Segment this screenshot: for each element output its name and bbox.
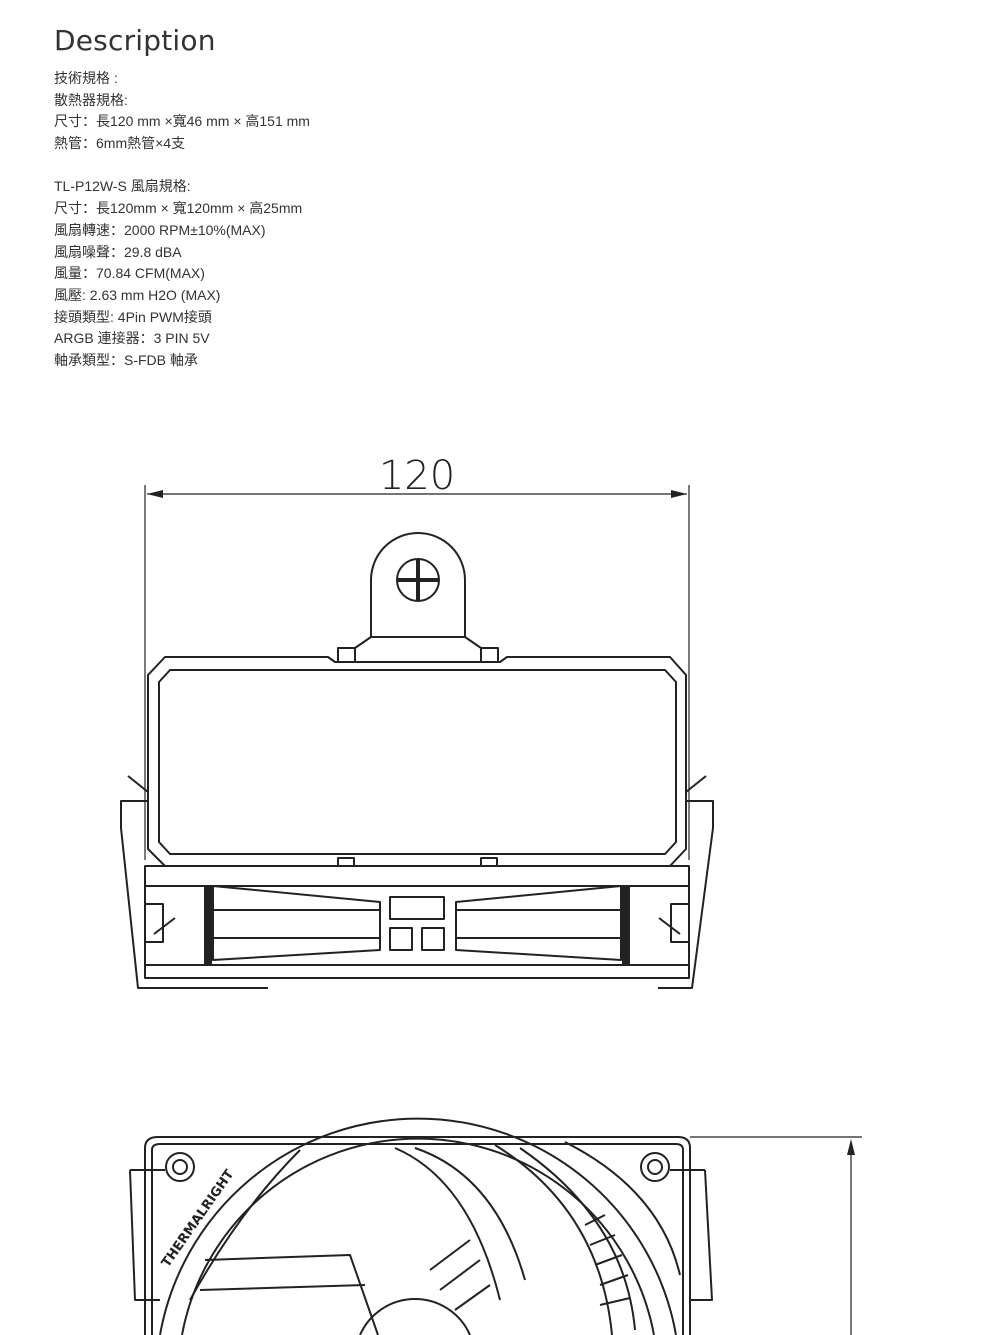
spec-line: 風扇噪聲：29.8 dBA [54, 243, 182, 260]
spec-line: 尺寸：長120mm × 寬120mm × 高25mm [54, 200, 303, 217]
page-title: Description [54, 24, 216, 57]
brand-logo-text: THERMALRIGHT [159, 1167, 237, 1270]
spec-line: ARGB 連接器：3 PIN 5V [54, 330, 210, 347]
mounting-tab [337, 532, 499, 663]
spec-line: 軸承類型：S-FDB 軸承 [54, 351, 198, 368]
heatsink-body [147, 656, 687, 867]
spec-spacer [54, 155, 654, 177]
spec-line: 技術規格 : [54, 70, 118, 86]
spec-line: 散熱器規格: [54, 91, 128, 108]
fan-clips [120, 775, 714, 989]
spec-line: 尺寸：長120 mm ×寬46 mm × 高151 mm [54, 113, 310, 130]
spec-line: 風量：70.84 CFM(MAX) [54, 265, 205, 282]
spec-line: 熱管：6mm熱管×4支 [54, 135, 186, 152]
fan-front-view: THERMALRIGHT [129, 1117, 862, 1335]
width-dimension: 120 [144, 453, 690, 860]
spec-list: 技術規格 : 散熱器規格: 尺寸：長120 mm ×寬46 mm × 高151 … [54, 68, 654, 372]
technical-drawing: 120 [120, 453, 862, 1335]
width-dimension-label: 120 [379, 453, 455, 499]
spec-line: 風扇轉速：2000 RPM±10%(MAX) [54, 221, 266, 238]
spec-line: TL-P12W-S 風扇規格: [54, 178, 191, 195]
spec-line: 風壓: 2.63 mm H2O (MAX) [54, 286, 221, 303]
fan-side-frame [144, 865, 690, 979]
spec-line: 接頭類型: 4Pin PWM接頭 [54, 308, 212, 325]
